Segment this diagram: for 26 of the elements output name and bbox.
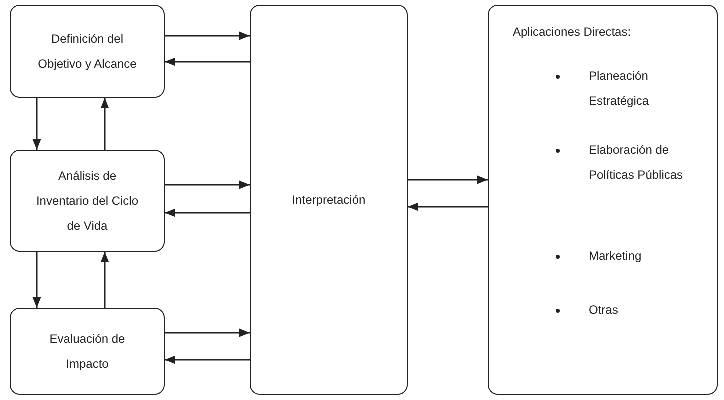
arrow <box>165 32 250 40</box>
process-box <box>10 150 165 252</box>
list-item: Planeación Estratégica <box>589 68 650 110</box>
arrow <box>408 202 488 212</box>
list-item: Otras <box>589 302 620 319</box>
applications-box <box>488 5 718 395</box>
arrow <box>165 208 250 218</box>
box-label: Evaluación de Impacto <box>48 330 126 372</box>
process-box <box>10 308 165 395</box>
box-label: Interpretación <box>291 192 367 208</box>
arrow <box>408 176 488 184</box>
arrow <box>165 356 250 364</box>
arrow <box>32 98 42 150</box>
process-box <box>10 5 165 98</box>
arrow <box>32 252 42 308</box>
process-box <box>250 5 408 395</box>
box-heading: Aplicaciones Directas: <box>513 24 632 41</box>
arrow <box>100 252 110 308</box>
arrow <box>165 180 250 190</box>
list-item: Elaboración de Políticas Públicas <box>589 142 684 184</box>
arrow <box>100 98 110 150</box>
list-item: Marketing <box>589 248 643 265</box>
arrow <box>165 328 250 338</box>
arrow <box>165 58 250 66</box>
box-label: Definición del Objetivo y Alcance <box>37 30 138 72</box>
box-label: Análisis de Inventario del Ciclo de Vida <box>35 168 140 234</box>
